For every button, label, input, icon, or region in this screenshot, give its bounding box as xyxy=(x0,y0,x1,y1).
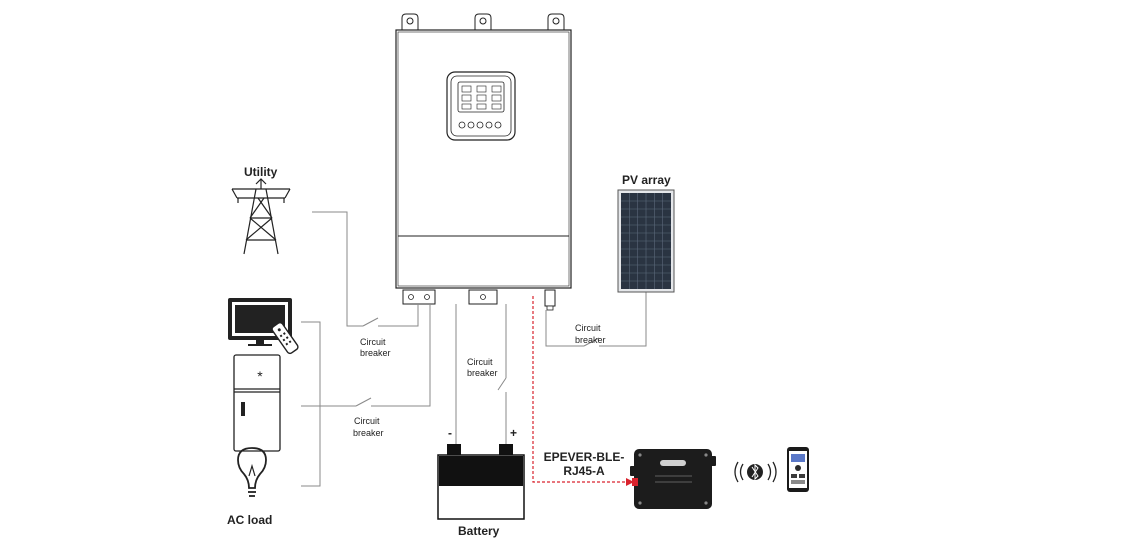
utility-label: Utility xyxy=(244,165,278,179)
transmission-tower-icon xyxy=(231,178,291,255)
pv-array-label: PV array xyxy=(622,173,671,187)
ble-module xyxy=(630,449,716,509)
breaker-pv-line2: breaker xyxy=(575,335,606,345)
module-name-line1: EPEVER-BLE- xyxy=(543,450,625,464)
remote-control-icon xyxy=(271,321,299,355)
battery-plus-sign: + xyxy=(510,426,518,440)
ac-load-label: AC load xyxy=(227,513,273,527)
wiring-lines xyxy=(301,211,647,487)
module-name-line2: RJ45-A xyxy=(563,464,605,478)
breaker-load-line1: Circuit xyxy=(354,416,380,426)
svg-text:*: * xyxy=(257,368,263,384)
breaker-battery-line1: Circuit xyxy=(467,357,493,367)
refrigerator-icon: * xyxy=(233,354,281,452)
battery-label: Battery xyxy=(458,524,500,538)
breaker-utility-line2: breaker xyxy=(360,348,391,358)
battery-icon xyxy=(437,444,525,520)
bluetooth-signal-icon xyxy=(734,461,777,483)
smartphone-icon xyxy=(787,447,809,492)
breaker-load-line2: breaker xyxy=(353,428,384,438)
battery-minus-sign: - xyxy=(448,426,452,440)
solar-panel-icon xyxy=(617,189,675,293)
breaker-pv-line1: Circuit xyxy=(575,323,601,333)
light-bulb-icon xyxy=(237,447,267,497)
breaker-utility-line1: Circuit xyxy=(360,337,386,347)
data-link xyxy=(532,296,634,486)
breaker-battery-line2: breaker xyxy=(467,368,498,378)
inverter-unit xyxy=(395,13,572,311)
